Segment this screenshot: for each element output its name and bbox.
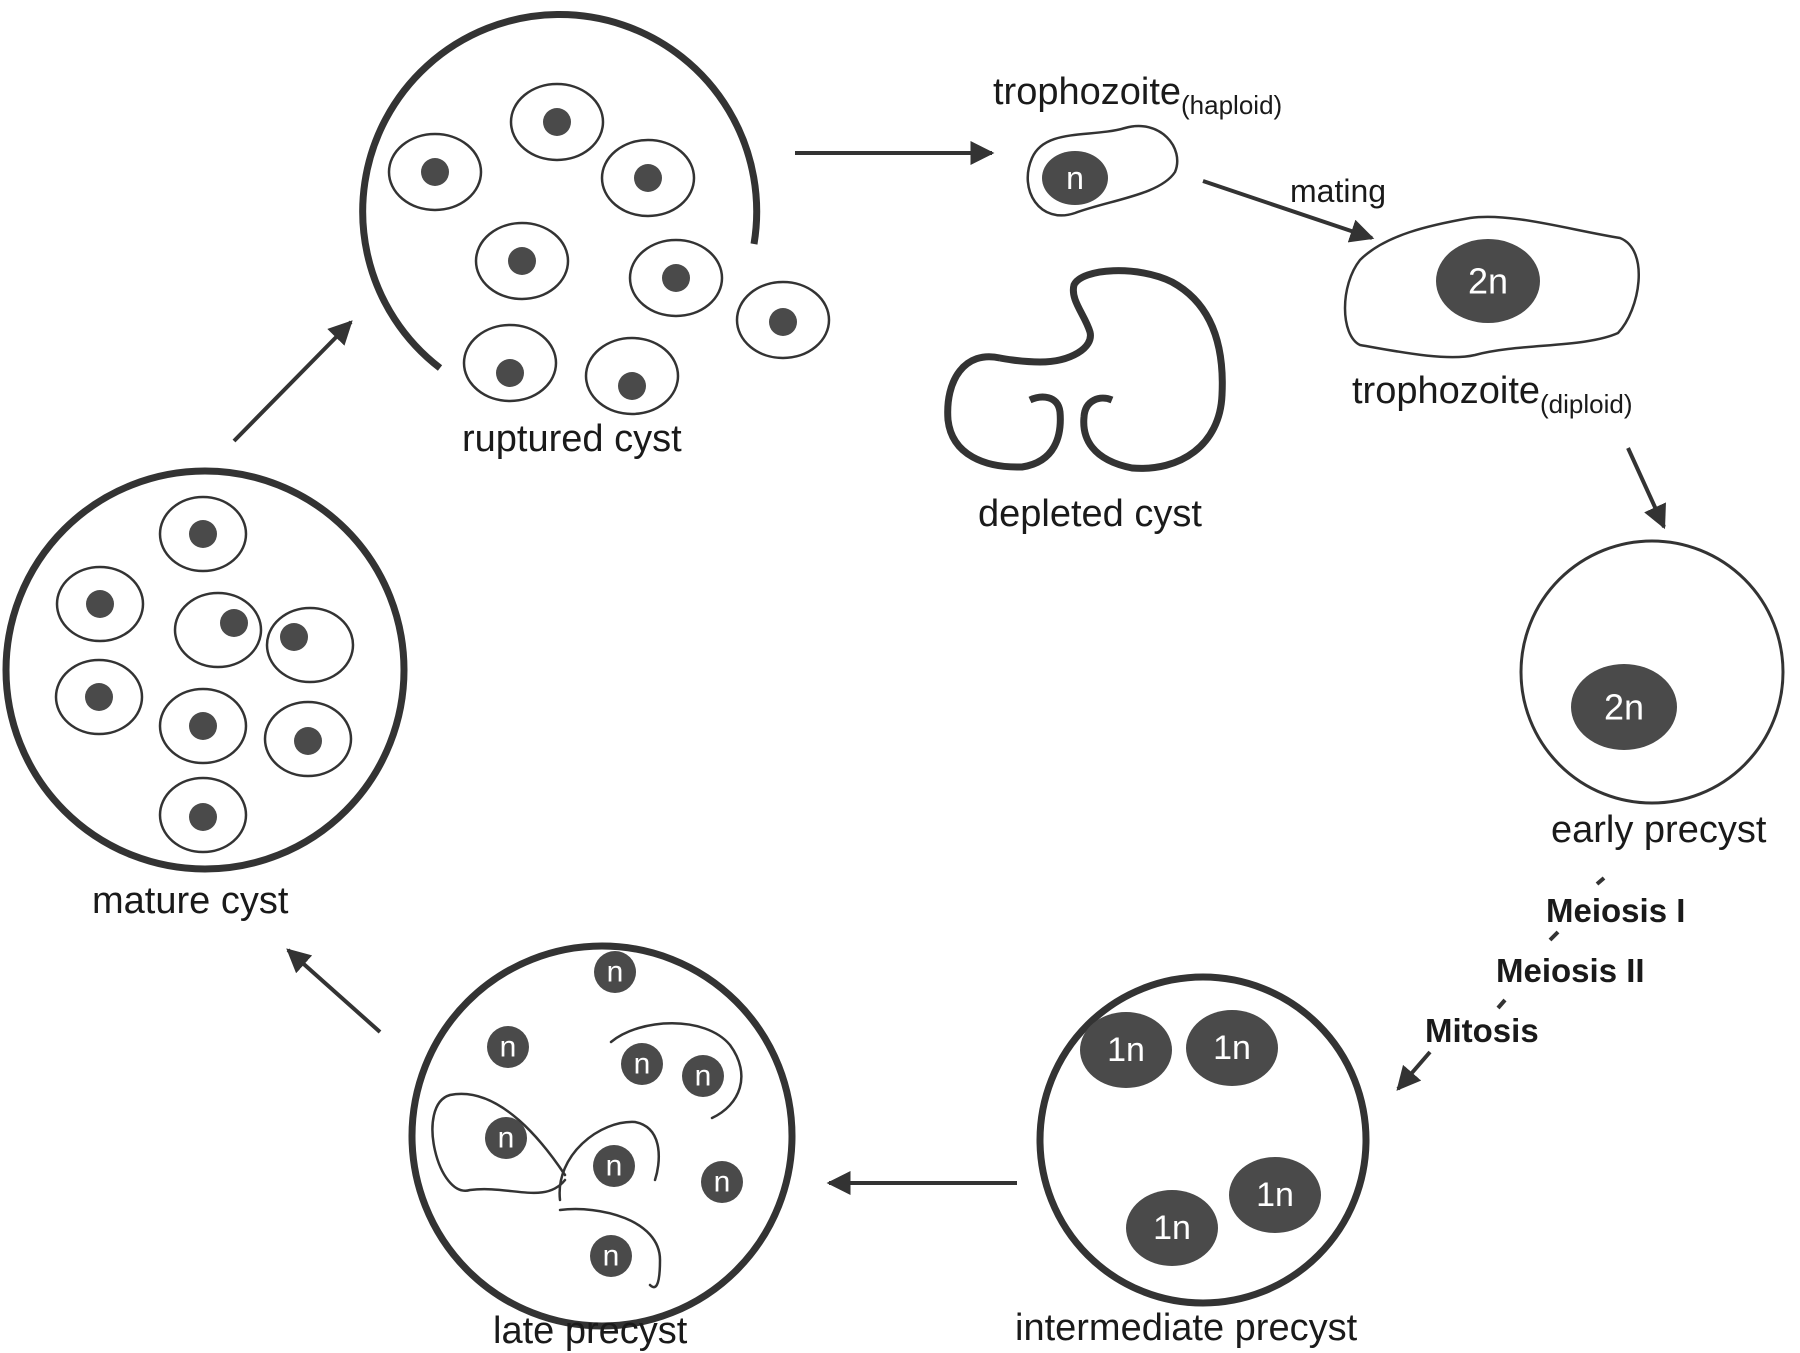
late-nucleus: n (603, 1240, 620, 1273)
ruptured-cyst-label: ruptured cyst (462, 418, 682, 460)
late-precyst-nuclei: n n n n n n n n (485, 951, 743, 1277)
haploid-nucleus-label: n (1066, 160, 1084, 196)
early-precyst-label: early precyst (1551, 809, 1767, 851)
intermediate-precyst: 1n 1n 1n 1n intermediate precyst (1015, 973, 1370, 1349)
arrow-mature-to-ruptured-cyst (232, 320, 353, 443)
meiosis-2-label: Meiosis II (1496, 952, 1645, 989)
early-precyst: 2n early precyst (1519, 539, 1785, 851)
late-nucleus: n (634, 1048, 651, 1081)
arrow-mating (1202, 179, 1375, 243)
late-nucleus: n (606, 1150, 623, 1183)
late-nucleus: n (714, 1166, 731, 1199)
mitosis-label: Mitosis (1425, 1012, 1539, 1049)
late-precyst-membranes (431, 1022, 743, 1289)
late-precyst-label: late precyst (493, 1310, 688, 1352)
intermediate-nucleus-2: 1n (1213, 1029, 1251, 1067)
meiosis-1-label: Meiosis I (1546, 892, 1685, 929)
late-nucleus: n (695, 1060, 712, 1093)
trophozoite-diploid-label: trophozoite(diploid) (1352, 370, 1633, 419)
intermediate-nucleus-3: 1n (1256, 1176, 1294, 1214)
arrow-late-to-mature-cyst (286, 948, 382, 1034)
intermediate-precyst-label: intermediate precyst (1015, 1307, 1358, 1349)
ruptured-cyst-cells (387, 82, 831, 416)
mature-cyst-label: mature cyst (92, 880, 289, 922)
arrow-trophozoite-to-early-precyst (1626, 447, 1666, 530)
diploid-nucleus-label: 2n (1468, 261, 1508, 302)
late-precyst: n n n n n n n n late precyst (408, 942, 796, 1352)
late-nucleus: n (500, 1031, 517, 1064)
arrow-meiosis-mitosis: Meiosis I Meiosis II Mitosis (1396, 876, 1685, 1091)
intermediate-nucleus-4: 1n (1153, 1209, 1191, 1247)
late-nucleus: n (498, 1122, 515, 1155)
mature-cyst: mature cyst (2, 467, 408, 922)
ruptured-cyst: ruptured cyst (359, 11, 831, 460)
depleted-cyst-label: depleted cyst (978, 493, 1202, 535)
late-nucleus: n (607, 956, 624, 989)
trophozoite-haploid-label: trophozoite(haploid) (993, 71, 1282, 120)
mating-label: mating (1290, 173, 1386, 209)
trophozoite-haploid: n trophozoite(haploid) (993, 71, 1282, 217)
depleted-cyst: depleted cyst (944, 267, 1226, 535)
trophozoite-diploid: 2n trophozoite(diploid) (1343, 215, 1640, 419)
early-precyst-nucleus-label: 2n (1604, 687, 1644, 728)
mature-cyst-cells (54, 495, 355, 854)
intermediate-nucleus-1: 1n (1107, 1031, 1145, 1069)
